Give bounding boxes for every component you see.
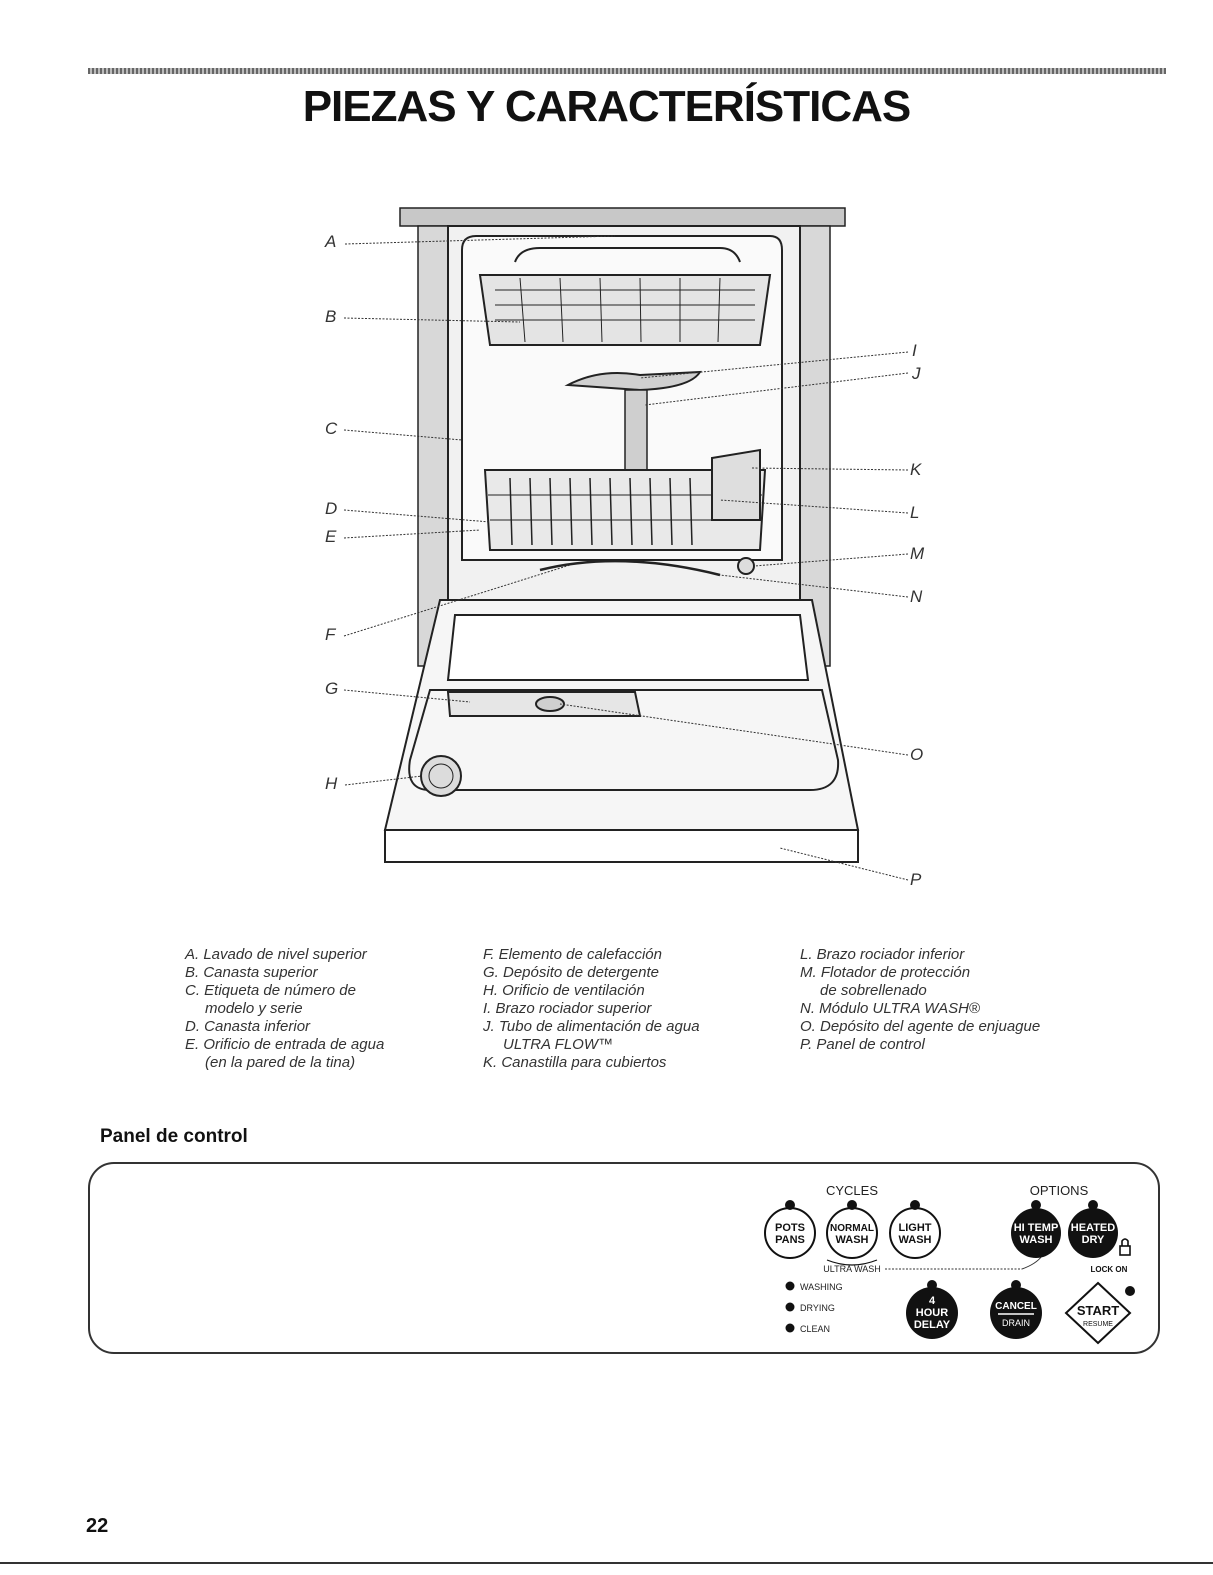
page-number: 22: [86, 1515, 109, 1537]
legend-item-c: C. Etiqueta de número de: [185, 982, 356, 999]
legend-item-m-cont: de sobrellenado: [820, 982, 927, 999]
legend-item-n: N. Módulo ULTRA WASH®: [800, 1000, 980, 1017]
svg-text:PANS: PANS: [775, 1234, 805, 1246]
normal-wash-button[interactable]: NORMAL WASH: [826, 1200, 878, 1259]
cancel-drain-button[interactable]: CANCEL DRAIN: [990, 1280, 1042, 1339]
legend-item-e: E. Orificio de entrada de agua: [185, 1036, 385, 1053]
legend-item-g: G. Depósito de detergente: [483, 964, 659, 981]
svg-text:WASH: WASH: [836, 1234, 869, 1246]
legend-column-1: A. Lavado de nivel superior B. Canasta s…: [185, 946, 384, 1072]
countertop: [399, 207, 846, 227]
legend-item-f: F. Elemento de calefacción: [483, 946, 662, 963]
svg-text:POTS: POTS: [775, 1222, 805, 1234]
legend-column-3: L. Brazo rociador inferior M. Flotador d…: [800, 946, 1040, 1054]
start-resume-button[interactable]: START RESUME: [1064, 1281, 1135, 1345]
svg-text:CANCEL: CANCEL: [995, 1301, 1037, 1312]
ultra-wash-bracket: [826, 1259, 878, 1266]
overfill-float: [737, 557, 755, 575]
svg-text:NORMAL: NORMAL: [830, 1223, 874, 1234]
legend-item-j: J. Tubo de alimentación de agua: [483, 1018, 700, 1035]
callout-c: C: [325, 419, 338, 438]
ultra-wash-label: ULTRA WASH: [823, 1264, 881, 1274]
dishwasher-illustration: [343, 207, 909, 881]
hi-temp-wash-button[interactable]: HI TEMP WASH: [1011, 1200, 1061, 1258]
callout-j: J: [912, 364, 921, 383]
legend-item-i: I. Brazo rociador superior: [483, 1000, 652, 1017]
svg-text:LIGHT: LIGHT: [899, 1222, 932, 1234]
callout-f: F: [325, 625, 336, 644]
svg-text:WASH: WASH: [1020, 1234, 1053, 1246]
svg-text:4: 4: [929, 1295, 936, 1307]
svg-text:DELAY: DELAY: [914, 1319, 951, 1331]
callout-n: N: [910, 587, 923, 606]
upper-spray-arm: [564, 370, 702, 392]
page-title: PIEZAS Y CARACTERÍSTICAS: [302, 82, 912, 131]
callout-a: A: [325, 232, 337, 251]
legend-item-c-cont: modelo y serie: [205, 1000, 303, 1017]
svg-text:START: START: [1077, 1303, 1119, 1318]
legend-item-b: B. Canasta superior: [185, 964, 318, 981]
top-rule: [88, 68, 1166, 74]
control-panel-graphic: CYCLES OPTIONS POTS PANS NORMAL WASH LIG…: [764, 1183, 1135, 1345]
callout-k: K: [910, 460, 922, 479]
legend-item-e-cont: (en la pared de la tina): [205, 1054, 356, 1071]
heating-element: [539, 559, 721, 577]
bottom-rule: [0, 1562, 1213, 1564]
control-panel: CYCLES OPTIONS POTS PANS NORMAL WASH LIG…: [88, 1162, 1160, 1354]
svg-text:HOUR: HOUR: [916, 1307, 948, 1319]
callout-i: I: [912, 341, 917, 360]
heated-dry-button[interactable]: HEATED DRY: [1068, 1200, 1118, 1258]
control-panel-edge: [384, 829, 859, 863]
legend-column-2: F. Elemento de calefacción G. Depósito d…: [483, 946, 700, 1072]
legend-item-p: P. Panel de control: [800, 1036, 925, 1053]
legend-item-a: A. Lavado de nivel superior: [185, 946, 367, 963]
light-wash-button[interactable]: LIGHT WASH: [889, 1200, 941, 1259]
legend-item-j-cont: ULTRA FLOW™: [503, 1036, 614, 1053]
callout-g: G: [325, 679, 339, 698]
callout-p: P: [910, 870, 922, 889]
clean-light: [785, 1323, 795, 1333]
left-cabinet: [417, 225, 449, 667]
pots-pans-button[interactable]: POTS PANS: [764, 1200, 816, 1259]
washing-light: [785, 1281, 795, 1291]
hour-delay-button[interactable]: 4 HOUR DELAY: [906, 1280, 958, 1339]
right-cabinet: [799, 225, 831, 667]
legend-item-m: M. Flotador de protección: [800, 964, 971, 981]
upper-rack: [478, 247, 772, 346]
silverware-basket: [711, 448, 761, 521]
callout-m: M: [910, 544, 925, 563]
callout-o: O: [910, 745, 924, 764]
svg-text:DRAIN: DRAIN: [1002, 1318, 1030, 1328]
lock-on-label: LOCK ON: [1091, 1265, 1128, 1274]
callout-d: D: [325, 499, 338, 518]
drying-label: DRYING: [800, 1303, 835, 1313]
callout-l: L: [910, 503, 920, 522]
cycles-label: CYCLES: [826, 1183, 878, 1198]
options-label: OPTIONS: [1030, 1183, 1089, 1198]
washing-label: WASHING: [800, 1282, 843, 1292]
callout-e: E: [325, 527, 337, 546]
svg-text:RESUME: RESUME: [1083, 1321, 1113, 1328]
lock-icon: [1119, 1238, 1131, 1256]
legend-item-d: D. Canasta inferior: [185, 1018, 311, 1035]
svg-text:HEATED: HEATED: [1071, 1222, 1115, 1234]
section-heading: Panel de control: [100, 1126, 248, 1147]
legend-item-h: H. Orificio de ventilación: [483, 982, 645, 999]
svg-text:DRY: DRY: [1082, 1234, 1105, 1246]
legend-item-l: L. Brazo rociador inferior: [800, 946, 965, 963]
vent: [420, 755, 462, 797]
drying-light: [785, 1302, 795, 1312]
clean-label: CLEAN: [800, 1324, 830, 1334]
lower-rack: [483, 469, 767, 551]
legend-item-o: O. Depósito del agente de enjuague: [800, 1018, 1041, 1035]
callout-h: H: [325, 774, 338, 793]
svg-text:HI TEMP: HI TEMP: [1014, 1222, 1059, 1234]
legend-item-k: K. Canastilla para cubiertos: [483, 1054, 667, 1071]
callout-b: B: [325, 307, 337, 326]
svg-text:WASH: WASH: [899, 1234, 932, 1246]
